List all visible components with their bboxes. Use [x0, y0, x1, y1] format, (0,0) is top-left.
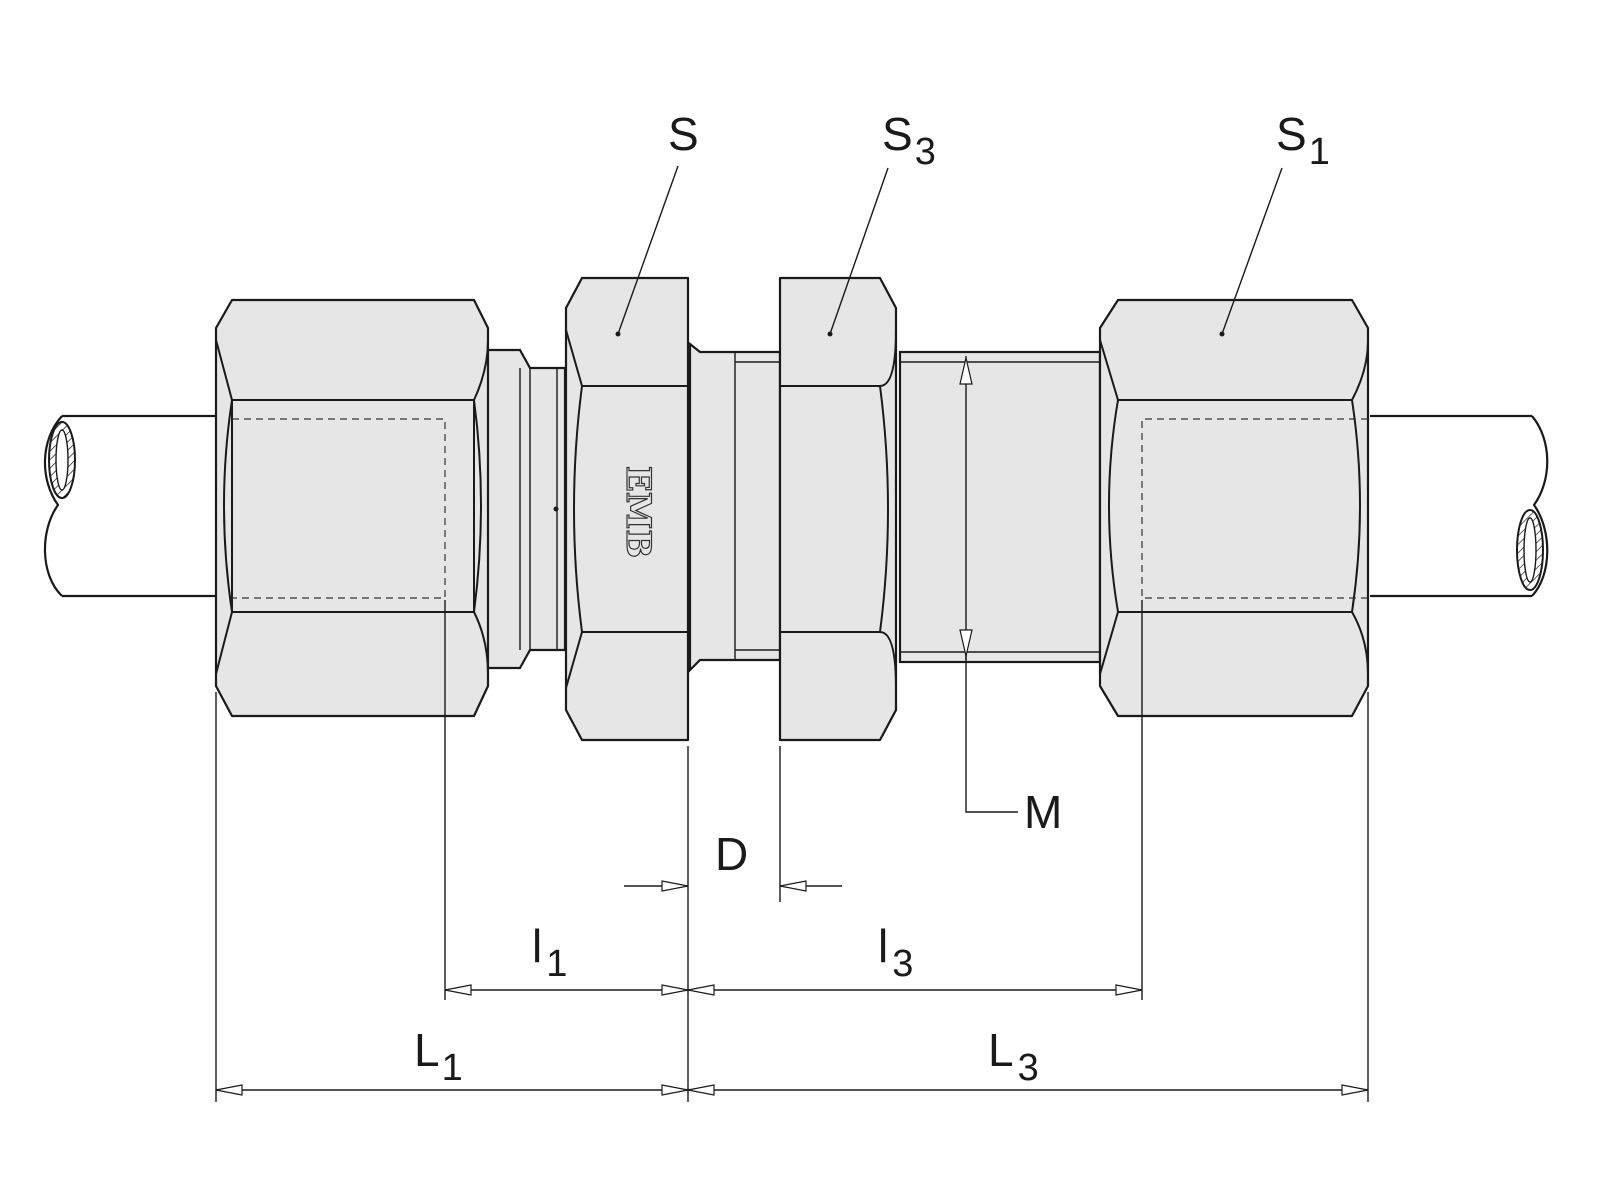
left-pipe — [43, 414, 220, 598]
right-union-nut — [1098, 298, 1370, 718]
dimension-M — [959, 356, 973, 660]
right-pipe — [1370, 414, 1549, 598]
left-neck — [484, 348, 567, 670]
lock-nut-S3 — [778, 276, 898, 742]
label-L1: L1 — [414, 1024, 463, 1089]
dimension-l1 — [444, 984, 689, 996]
label-S3: S3 — [882, 108, 936, 173]
leader-lines — [617, 165, 1283, 813]
label-S: S — [668, 108, 699, 160]
dimension-D — [624, 880, 842, 892]
label-D: D — [715, 828, 748, 880]
label-M: M — [1024, 786, 1062, 838]
dimension-L3 — [687, 1084, 1369, 1096]
dimension-L1 — [215, 1084, 689, 1096]
dimension-l3 — [687, 984, 1143, 996]
emb-logo: EMB — [618, 466, 658, 558]
center-shaft — [688, 341, 782, 673]
left-union-nut — [214, 298, 490, 718]
threaded-body — [898, 350, 1102, 664]
body-hex-S: EMB — [564, 276, 690, 742]
extension-lines — [215, 600, 1369, 1102]
label-S1: S1 — [1276, 108, 1330, 173]
